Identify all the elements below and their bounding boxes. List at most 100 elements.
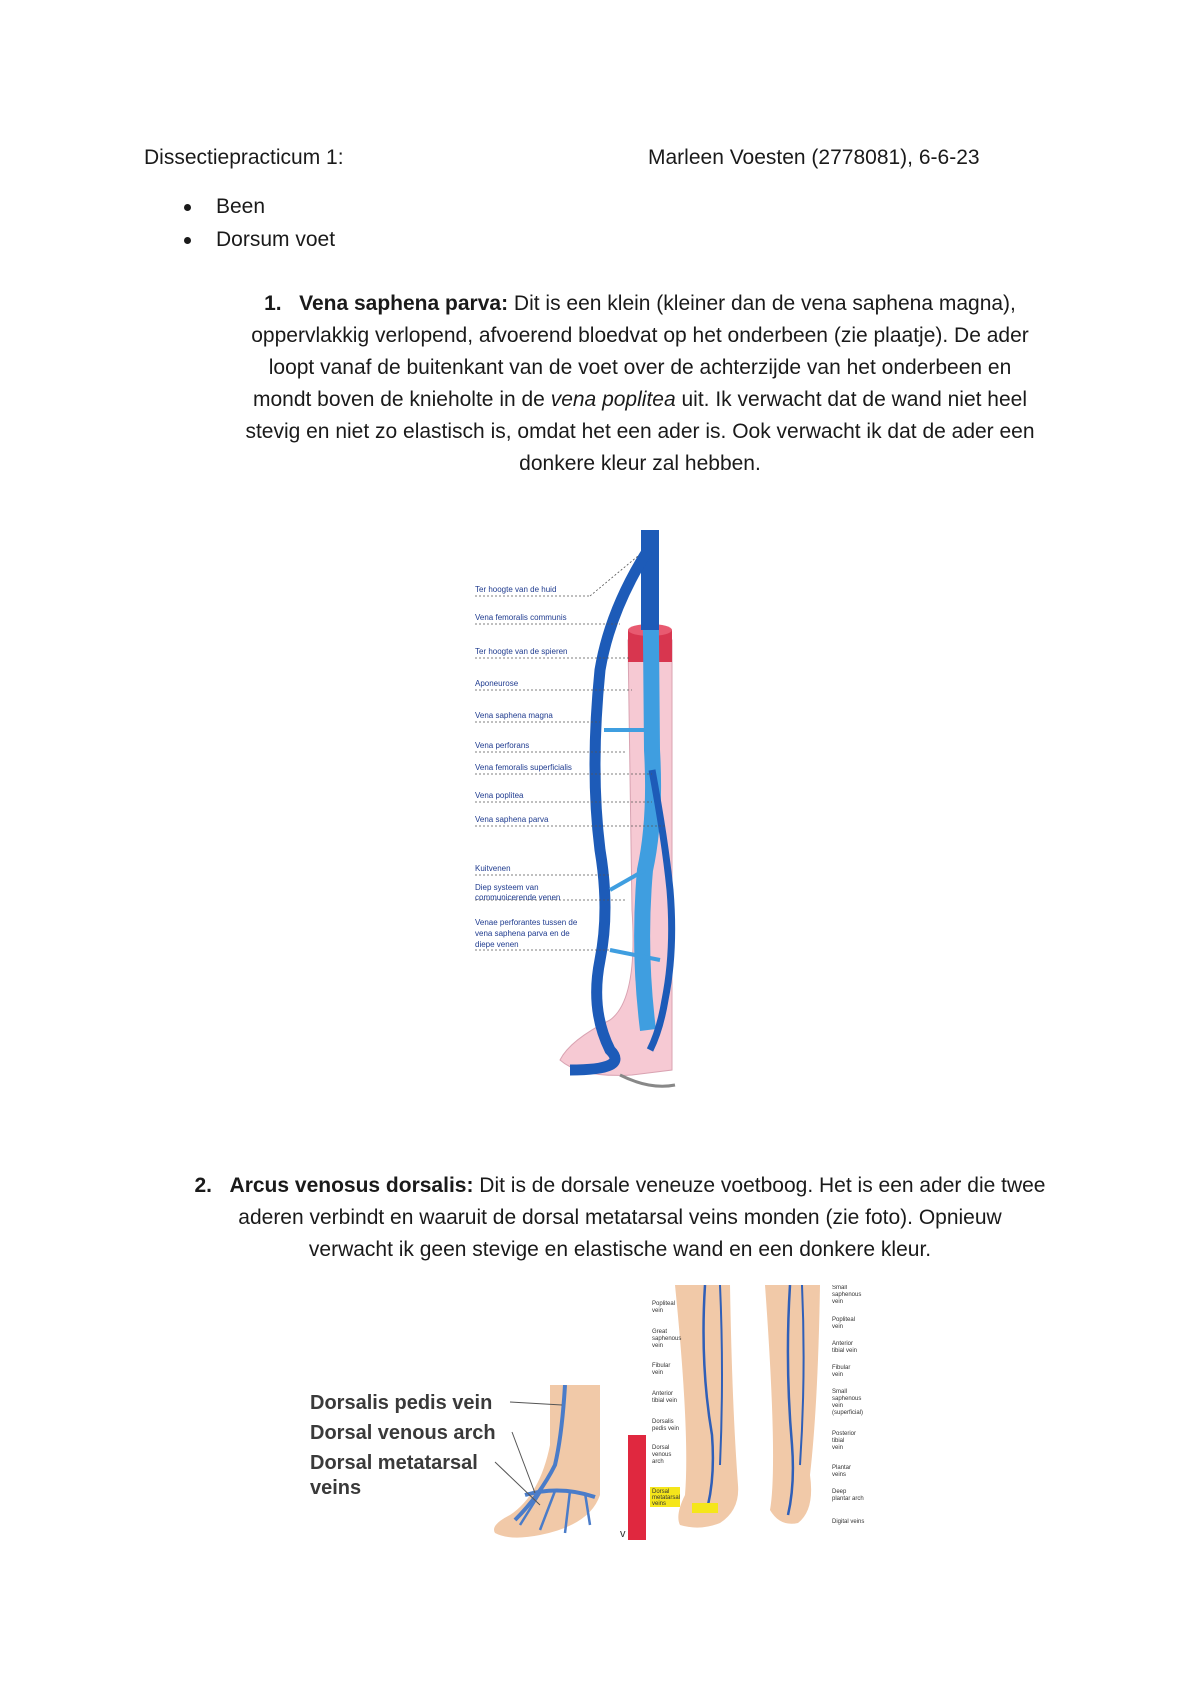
figure-label: vein [832, 1445, 843, 1451]
list-item: Been [180, 190, 335, 223]
left-labels: Popliteal vein Great saphenous vein Fibu… [652, 1301, 681, 1507]
figure-label: vein [652, 1343, 663, 1349]
section-2-line: verwacht ik geen stevige en elastische w… [308, 1238, 932, 1261]
foot-shape [494, 1385, 600, 1538]
figure-label: Dorsal [652, 1445, 669, 1451]
figure-label: vein [832, 1403, 843, 1409]
diagram-label: Ter hoogte van de huid [475, 585, 556, 594]
great-saphenous-vein [569, 547, 653, 1076]
leader-lines [475, 555, 665, 951]
figure-label: venous [652, 1452, 671, 1458]
figure-label: Fibular [832, 1365, 850, 1371]
figure-label: veins [652, 1501, 666, 1507]
leader-lines [494, 1401, 563, 1506]
section-1-line: loopt vanaf de buitenkant van de voet ov… [268, 356, 1012, 379]
heel-shadow [619, 1073, 676, 1088]
topic-list: Been Dorsum voet [180, 190, 335, 256]
figure-label: Anterior [652, 1391, 673, 1397]
section-1-line: Dit is een klein (kleiner dan de vena sa… [513, 292, 1016, 315]
arch-highlight [692, 1503, 718, 1513]
anterior-tibial-vein [719, 1285, 723, 1466]
figure-label: Dorsal [652, 1489, 669, 1495]
figure-label: veins [832, 1472, 846, 1478]
figure-label: tibial [832, 1438, 844, 1444]
dorsal-foot-figure: Dorsalis pedis vein Dorsal venous arch D… [310, 1385, 600, 1538]
metatarsal-veins [518, 1490, 592, 1534]
leg-posterior [765, 1285, 820, 1524]
figure-label: vein [832, 1299, 843, 1305]
section-2-line: aderen verbindt en waaruit de dorsal met… [238, 1206, 1002, 1229]
figure-label: pedis vein [652, 1426, 679, 1432]
document-title: Dissectiepracticum 1: [144, 146, 344, 169]
diagram-label: diepe venen [475, 940, 519, 949]
diagram-label: vena saphena parva en de [475, 929, 570, 938]
figure-label: Dorsal metatarsal [310, 1452, 478, 1474]
diagram-label: Vena femoralis communis [475, 613, 567, 622]
section-2: 2. Arcus venosus dorsalis: Dit is de dor… [180, 1170, 1060, 1266]
list-item: Dorsum voet [180, 223, 335, 256]
vena-poplitea-term: vena poplitea [550, 388, 676, 411]
label-highlight [650, 1487, 680, 1507]
marker-text: v [620, 1528, 626, 1540]
author-info: Marleen Voesten (2778081), 6-6-23 [648, 146, 980, 169]
diagram-label: Venae perforantes tussen de [475, 918, 578, 927]
figure-label: arch [652, 1459, 664, 1465]
diagram-label: Diep systeem van [475, 883, 539, 892]
section-2-title: Arcus venosus dorsalis: [229, 1174, 474, 1197]
section-1-title: Vena saphena parva: [299, 292, 509, 315]
leg-anterior-posterior-figure: v Popliteal vein Great saphenous vein Fi… [620, 1285, 864, 1540]
section-1-line: mondt boven de knieholte in de [252, 388, 551, 411]
figure-label: Plantar [832, 1465, 851, 1471]
great-saphenous-vein [702, 1285, 715, 1506]
figure-label: Small [832, 1389, 847, 1395]
figure-label: Small [832, 1285, 847, 1291]
diagram-label: Kuitvenen [475, 864, 511, 873]
figure-label: metatarsal [652, 1495, 680, 1501]
figure-label: saphenous [832, 1292, 861, 1298]
section-1-number: 1. [264, 292, 282, 315]
diagram-label: Vena poplitea [475, 791, 524, 800]
figure-label: Digital veins [832, 1519, 864, 1525]
figure-label: Great [652, 1329, 667, 1335]
leg-vein-diagram: Ter hoogte van de huid Vena femoralis co… [475, 530, 676, 1088]
figure-label: vein [832, 1324, 843, 1330]
figure-label: Dorsalis [652, 1419, 674, 1425]
small-saphenous-vein [646, 769, 676, 1052]
figure-label: vein [652, 1308, 663, 1314]
figure-label: Posterior [832, 1431, 856, 1437]
diagram-label: Aponeurose [475, 679, 519, 688]
perforating-vein [609, 948, 661, 962]
figure-label: tibial vein [832, 1348, 857, 1354]
figure-label: tibial vein [652, 1398, 677, 1404]
diagram-label: Vena perforans [475, 741, 529, 750]
figure-label: plantar arch [832, 1496, 864, 1502]
dorsal-venous-arch [524, 1488, 596, 1499]
figure-label: saphenous [652, 1336, 681, 1342]
figure-label: Popliteal [652, 1301, 675, 1307]
figure-label: Deep [832, 1489, 847, 1495]
section-2-number: 2. [194, 1174, 213, 1197]
diagram-label: Vena femoralis superficialis [475, 763, 572, 772]
perforating-vein [609, 868, 646, 892]
figure-label: Dorsalis pedis vein [310, 1392, 492, 1414]
diagram-labels: Ter hoogte van de huid Vena femoralis co… [475, 585, 578, 949]
red-marker-bar [628, 1435, 646, 1540]
section-1: 1. Vena saphena parva: Dit is een klein … [200, 288, 1080, 480]
section-1-line: stevig en niet zo elastisch is, omdat he… [245, 420, 1035, 443]
diagram-label: communicerende venen [475, 893, 560, 902]
diagram-label: Ter hoogte van de spieren [475, 647, 568, 656]
figure-label: Dorsal venous arch [310, 1422, 496, 1444]
figure-label: veins [310, 1477, 361, 1499]
section-1-line: oppervlakkig verlopend, afvoerend bloedv… [251, 324, 1029, 347]
section-2-line: Dit is de dorsale veneuze voetboog. Het … [479, 1174, 1046, 1197]
right-labels: Small saphenous vein Popliteal vein Ante… [832, 1285, 864, 1525]
diagram-label: Vena saphena parva [475, 815, 549, 824]
figure-label: vein [652, 1370, 663, 1376]
diagram-label: Vena saphena magna [475, 711, 553, 720]
section-1-line: donkere kleur zal hebben. [519, 452, 761, 475]
figure-label: saphenous [832, 1396, 861, 1402]
figure-label: Fibular [652, 1363, 670, 1369]
posterior-tibial-vein [799, 1285, 805, 1466]
section-1-line: uit. Ik verwacht dat de wand niet heel [675, 388, 1028, 411]
figure-label: Popliteal [832, 1317, 855, 1323]
